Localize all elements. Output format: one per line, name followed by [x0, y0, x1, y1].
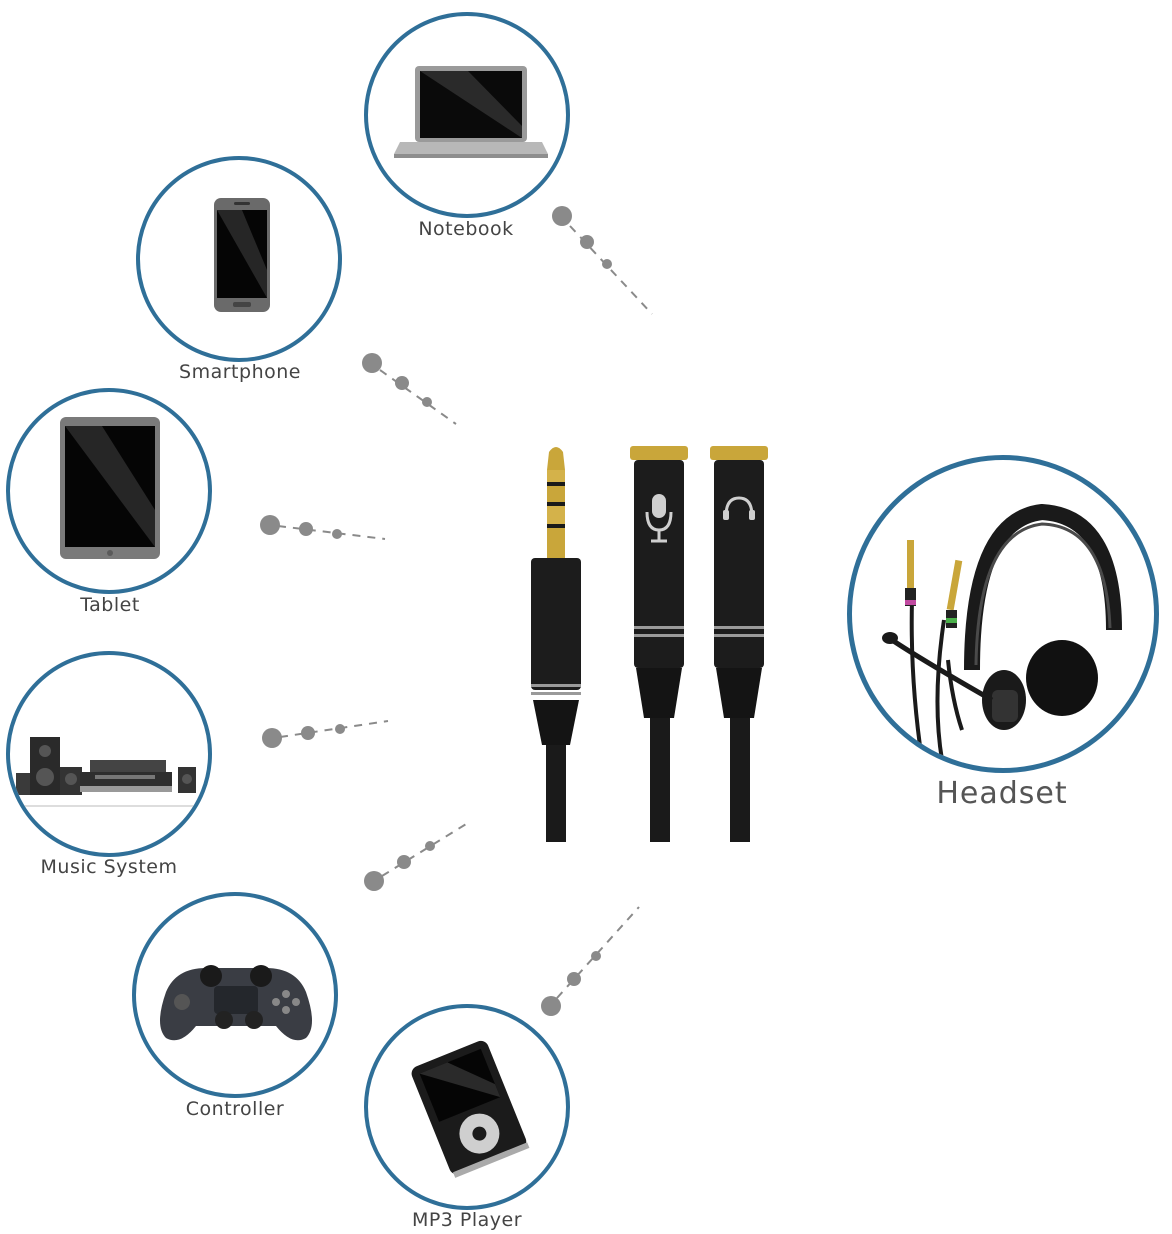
notebook-icon — [394, 66, 548, 158]
smartphone-label: Smartphone — [179, 361, 301, 383]
connector-smartphone — [362, 353, 457, 425]
microphone-icon — [645, 494, 673, 543]
controller-icon — [160, 965, 312, 1041]
connector-notebook — [552, 206, 653, 315]
connector-tablet — [260, 515, 386, 540]
tablet-circle — [6, 388, 212, 594]
music-system-icon — [10, 737, 208, 807]
headset-icon — [882, 503, 1122, 761]
connector-controller — [364, 820, 472, 891]
headphone-jack — [710, 446, 768, 842]
connector-music-system — [262, 720, 389, 748]
male-plug — [531, 447, 581, 842]
smartphone-circle — [136, 156, 342, 362]
headset-circle — [847, 455, 1159, 773]
mp3-player-icon — [411, 1040, 530, 1178]
mp3-player-label: MP3 Player — [411, 1209, 523, 1231]
notebook-label: Notebook — [418, 218, 514, 240]
smartphone-icon — [214, 198, 270, 312]
music-system-label: Music System — [40, 856, 178, 878]
headset-label: Headset — [936, 776, 1068, 811]
controller-circle — [132, 892, 338, 1098]
tablet-icon — [60, 417, 160, 559]
notebook-circle — [364, 12, 570, 218]
headphones-icon — [723, 496, 755, 520]
mp3-player-circle — [364, 1004, 570, 1210]
tablet-label: Tablet — [80, 594, 140, 616]
controller-label: Controller — [185, 1098, 285, 1120]
connector-mp3-player — [541, 906, 640, 1016]
music-system-circle — [6, 651, 212, 857]
